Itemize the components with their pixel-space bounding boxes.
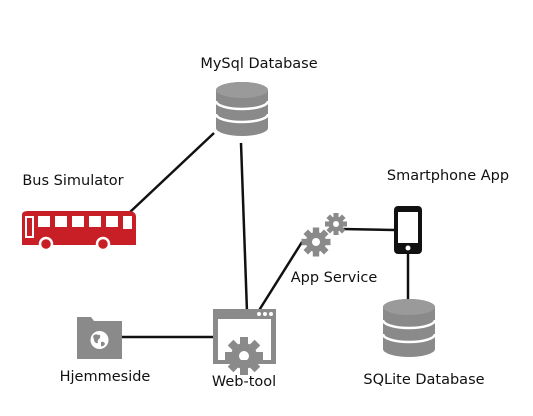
globe-folder-icon <box>77 317 122 359</box>
edge-bus-to-mysql <box>128 132 215 214</box>
smartphone-icon <box>394 206 422 254</box>
small-gear-icon <box>325 213 347 235</box>
edge-mysql-to-webtool <box>239 142 249 313</box>
mysql-database-label: MySql Database <box>200 56 317 72</box>
edge-appservice-to-smartphone <box>341 227 395 232</box>
web-settings-window-icon <box>213 309 276 375</box>
bus-icon <box>22 211 136 252</box>
connectors <box>122 132 410 339</box>
settings-gear-icon <box>225 337 263 375</box>
app-service-label: App Service <box>291 270 378 286</box>
database-icon <box>381 299 437 357</box>
gears-icon <box>301 213 347 257</box>
smartphone-app-label: Smartphone App <box>387 168 509 184</box>
edge-webtool-to-appservice <box>256 241 304 313</box>
database-icon <box>214 82 270 136</box>
web-tool-label: Web-tool <box>212 374 276 390</box>
hjemmeside-label: Hjemmeside <box>60 369 151 385</box>
sqlite-database-label: SQLite Database <box>363 372 484 388</box>
bus-simulator-label: Bus Simulator <box>22 173 123 189</box>
large-gear-icon <box>301 227 331 257</box>
